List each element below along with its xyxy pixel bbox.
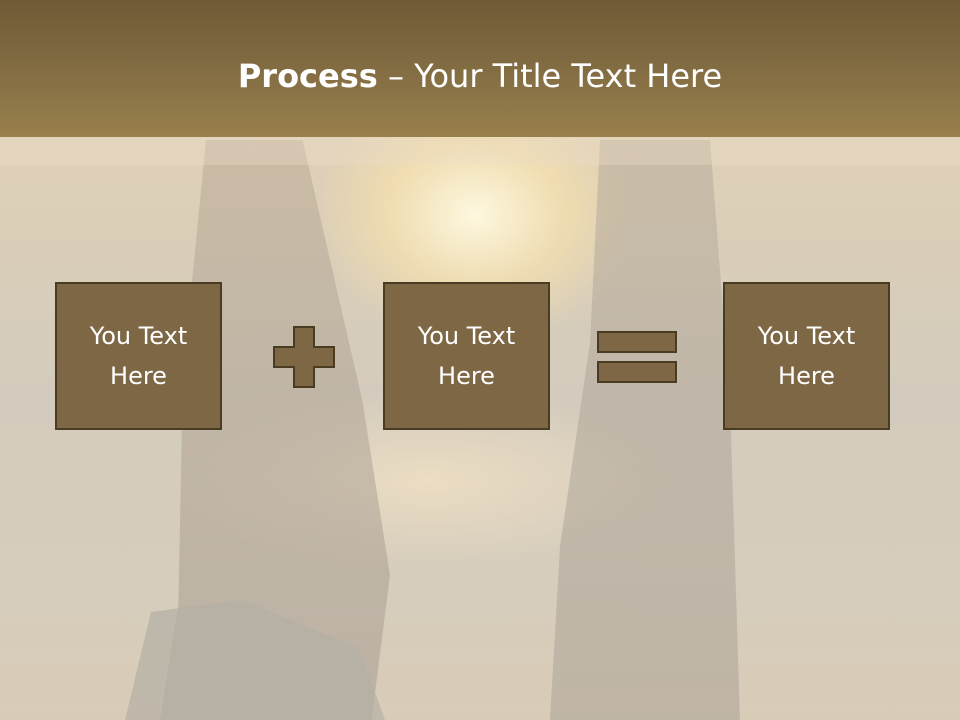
process-box-label: You Text Here [757, 322, 856, 390]
title-bar: Process – Your Title Text Here [0, 0, 960, 137]
process-box-1[interactable]: You Text Here [55, 282, 222, 430]
process-box-2[interactable]: You Text Here [383, 282, 550, 430]
plus-icon [273, 326, 335, 388]
equals-icon [597, 331, 677, 383]
process-box-3[interactable]: You Text Here [723, 282, 890, 430]
process-box-label: You Text Here [417, 322, 516, 390]
title-band [0, 137, 960, 165]
process-box-label: You Text Here [89, 322, 188, 390]
slide-title: Process – Your Title Text Here [0, 54, 960, 98]
slide-title-rest: – Your Title Text Here [377, 57, 723, 95]
slide-title-bold: Process [237, 57, 378, 95]
